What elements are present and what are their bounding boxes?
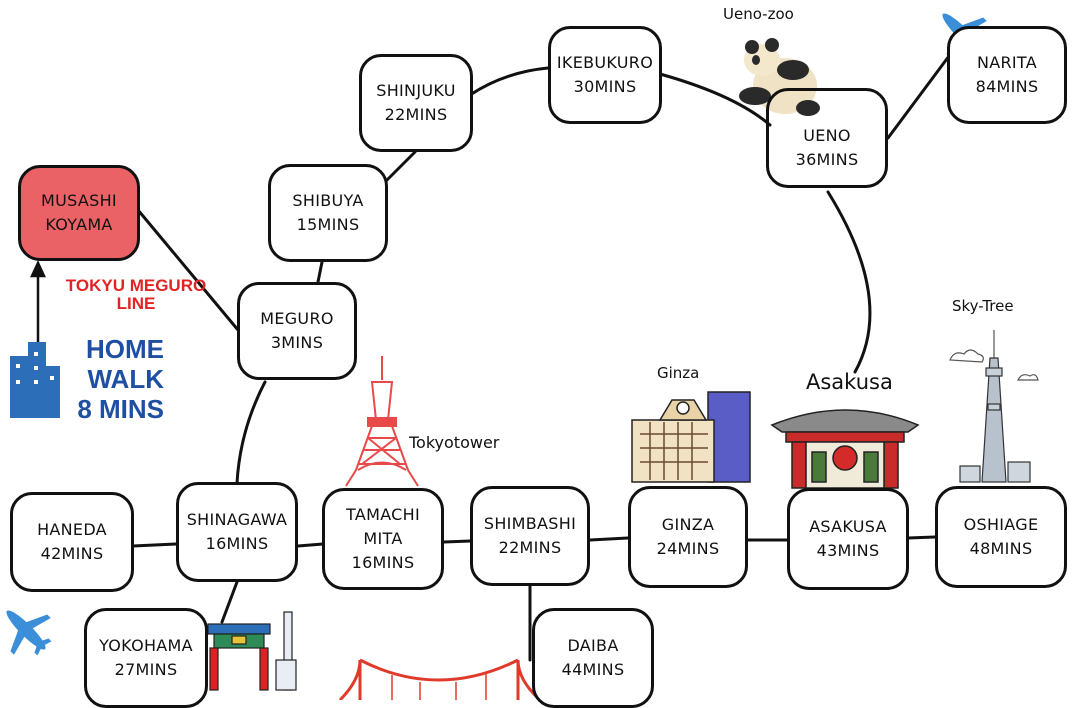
line-shimbashi-ginza [588, 536, 630, 542]
landmark-label-sky-tree: Sky-Tree [952, 297, 1014, 315]
station-name: MEGURO [260, 309, 334, 328]
station-time: 16MINS [351, 553, 415, 572]
station-asakusa: ASAKUSA 43MINS [787, 488, 909, 590]
station-name: UENO [803, 126, 851, 145]
line-ikebukuro-ueno [658, 72, 772, 127]
ginza-building-icon [631, 391, 751, 483]
station-name: GINZA [661, 515, 715, 534]
station-daiba: DAIBA 44MINS [532, 608, 654, 708]
line-meguro-shibuya [316, 260, 324, 284]
line-shinjuku-ikebukuro [468, 66, 550, 97]
station-oshiage: OSHIAGE 48MINS [935, 486, 1067, 588]
station-time: 15MINS [296, 215, 360, 234]
home-label: HOME WALK 8 MINS [60, 334, 164, 424]
chinatown-gate-icon [207, 611, 297, 691]
landmark-label-tokyotower: Tokyotower [409, 433, 500, 452]
station-name-line1: MUSASHI [41, 191, 117, 210]
station-time: 43MINS [816, 541, 880, 560]
station-tamachi-mita: TAMACHI MITA 16MINS [322, 488, 444, 590]
line-asakusa-oshiage [906, 535, 937, 540]
station-name: ASAKUSA [809, 517, 887, 536]
home-arrow-head-top [30, 260, 46, 278]
landmark-label-ueno-zoo: Ueno-zoo [723, 5, 794, 23]
station-shimbashi: SHIMBASHI 22MINS [470, 486, 590, 586]
station-name-line2: MITA [363, 529, 403, 548]
line-name-line2: LINE [116, 294, 156, 313]
line-koyama-meguro [136, 208, 240, 332]
cloud-icon [949, 349, 1039, 381]
station-name: NARITA [976, 53, 1038, 72]
line-name-line1: TOKYU MEGURO [65, 276, 207, 295]
station-haneda: HANEDA 42MINS [10, 492, 134, 592]
station-time: 42MINS [40, 544, 104, 563]
station-ikebukuro: IKEBUKURO 30MINS [548, 26, 662, 124]
line-name-label: TOKYU MEGURO LINE [52, 277, 220, 313]
station-time: 24MINS [656, 539, 720, 558]
station-time: 16MINS [205, 534, 269, 553]
station-time: 30MINS [573, 77, 637, 96]
station-time: 27MINS [114, 660, 178, 679]
line-shinagawa-yokohama [220, 580, 239, 624]
line-shinagawa-tamachi [296, 542, 325, 548]
line-ueno-narita [886, 50, 954, 140]
station-name: SHIMBASHI [483, 514, 577, 533]
landmark-label-ginza: Ginza [657, 364, 700, 382]
home-label-line1: HOME [86, 334, 164, 364]
station-name: DAIBA [567, 636, 619, 655]
station-name: IKEBUKURO [556, 53, 654, 72]
station-time: 36MINS [795, 150, 859, 169]
line-meguro-shinagawa [235, 380, 267, 485]
landmark-label-asakusa: Asakusa [806, 370, 893, 394]
station-name-line1: TAMACHI [346, 505, 420, 524]
station-time: 22MINS [384, 105, 448, 124]
station-time: 3MINS [270, 333, 324, 352]
station-ginza: GINZA 24MINS [628, 486, 748, 588]
sky-tree-icon [959, 330, 1031, 483]
building-icon [10, 342, 60, 418]
station-time: 48MINS [969, 539, 1033, 558]
station-name: YOKOHAMA [99, 636, 193, 655]
line-shibuya-shinjuku [383, 150, 417, 184]
station-shibuya: SHIBUYA 15MINS [268, 164, 388, 262]
kaminarimon-gate-icon [770, 409, 920, 489]
station-name: SHINAGAWA [186, 510, 288, 529]
home-label-line2: WALK [87, 364, 164, 394]
line-tamachi-shimbashi [442, 539, 472, 544]
station-ueno: UENO 36MINS [766, 88, 888, 188]
home-label-line3: 8 MINS [77, 394, 164, 424]
station-time: 22MINS [498, 538, 562, 557]
station-name: OSHIAGE [963, 515, 1039, 534]
station-name: SHINJUKU [376, 81, 456, 100]
station-shinagawa: SHINAGAWA 16MINS [176, 482, 298, 582]
station-name: SHIBUYA [292, 191, 364, 210]
tokyo-tower-icon [345, 356, 419, 487]
station-name: HANEDA [37, 520, 107, 539]
station-shinjuku: SHINJUKU 22MINS [359, 54, 473, 152]
line-haneda-shinagawa [131, 542, 178, 548]
station-musashi-koyama: MUSASHI KOYAMA [18, 165, 140, 261]
station-meguro: MEGURO 3MINS [237, 282, 357, 380]
plane-icon [6, 610, 52, 656]
line-ueno-asakusa [826, 190, 872, 374]
bridge-icon [338, 658, 542, 700]
station-yokohama: YOKOHAMA 27MINS [84, 608, 208, 708]
station-narita: NARITA 84MINS [947, 26, 1067, 124]
station-time: 84MINS [975, 77, 1039, 96]
station-name-line2: KOYAMA [45, 215, 113, 234]
station-time: 44MINS [561, 660, 625, 679]
